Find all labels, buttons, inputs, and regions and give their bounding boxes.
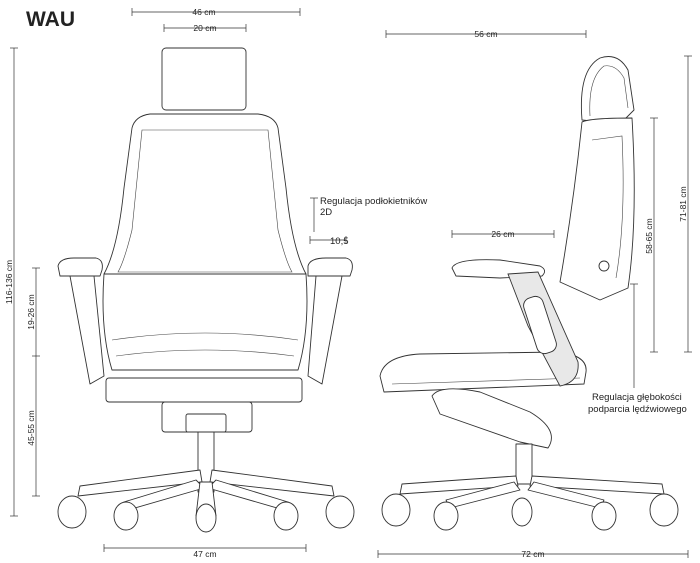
front-armrest-left (57, 257, 103, 277)
armrest-offset-label: 10,5 (330, 236, 349, 247)
side-caster (381, 493, 411, 527)
armrest-note: Regulacja podłokietników (320, 196, 427, 207)
side-back-sub-label: 58-65 cm (644, 218, 654, 253)
armrest-note-2d: 2D (320, 207, 332, 218)
diagram-title: WAU (26, 8, 75, 31)
front-headrest-width-label: 20 cm (193, 23, 216, 33)
side-caster (511, 497, 533, 527)
side-back-height-label: 71-81 cm (678, 186, 688, 221)
front-caster (113, 501, 139, 531)
side-depth-label: 56 cm (474, 29, 497, 39)
front-caster (273, 501, 299, 531)
side-headrest (580, 56, 635, 125)
front-armrest-range-label: 19-26 cm (26, 294, 36, 329)
side-caster (649, 493, 679, 527)
side-backrest (559, 117, 635, 301)
front-base-width-label: 47 cm (193, 549, 216, 559)
front-headrest (161, 47, 247, 111)
front-seat-height-label: 45-55 cm (26, 410, 36, 445)
front-height-label: 116-136 cm (4, 260, 14, 304)
side-view (379, 56, 679, 531)
front-top-width-label: 46 cm (192, 7, 215, 17)
side-seat-depth-label: 26 cm (491, 229, 514, 239)
side-caster (433, 501, 459, 531)
front-caster (325, 495, 355, 529)
side-caster (591, 501, 617, 531)
front-dimensions: 46 cm 20 cm 116-136 cm 19-26 cm 45-55 cm… (4, 7, 427, 559)
front-armrest-right (307, 257, 353, 277)
front-backrest (103, 113, 307, 275)
side-dimensions: 56 cm 26 cm 71-81 cm 58-65 cm 72 cm Regu… (377, 29, 692, 559)
lumbar-knob (598, 260, 610, 272)
front-caster (57, 495, 87, 529)
front-seat (102, 273, 308, 371)
side-base-depth-label: 72 cm (521, 549, 544, 559)
front-caster (195, 503, 217, 533)
lumbar-note-2: podparcia lędźwiowego (588, 404, 687, 415)
front-view (57, 47, 355, 533)
lumbar-note-1: Regulacja głębokości (592, 392, 682, 403)
